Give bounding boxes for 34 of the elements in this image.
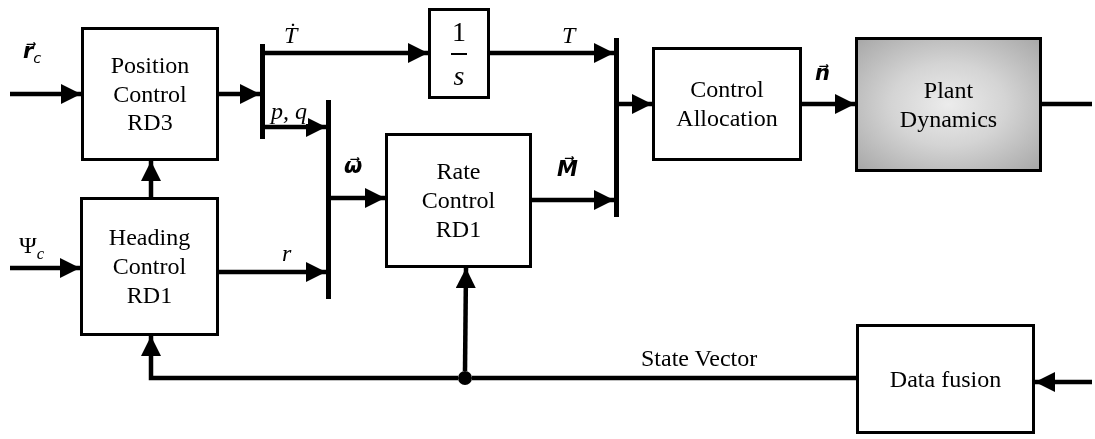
arrow — [802, 93, 855, 115]
arrow — [265, 42, 428, 64]
bus-bar — [260, 44, 265, 139]
process-box — [80, 197, 219, 336]
process-box — [385, 133, 532, 268]
arrow — [490, 42, 614, 64]
plant-block — [855, 37, 1042, 172]
integrator-block — [428, 8, 490, 99]
arrow — [619, 93, 652, 115]
arrow — [140, 161, 162, 197]
arrow — [219, 261, 326, 283]
arrow — [532, 189, 614, 211]
arrow — [265, 116, 326, 138]
arrow — [219, 83, 260, 105]
denominator: s — [453, 58, 465, 93]
arrow — [331, 187, 385, 209]
arrow — [10, 257, 80, 279]
bus-bar — [614, 38, 619, 217]
block-label: Position Control RD3 — [109, 50, 191, 138]
bus-bar — [326, 100, 331, 299]
process-box — [856, 324, 1035, 434]
junction-dot — [458, 371, 472, 385]
block-label: Data fusion — [889, 364, 1002, 394]
arrow — [1035, 371, 1092, 393]
block-label: Heading Control RD1 — [107, 223, 192, 310]
block-label: Rate Control RD1 — [420, 157, 497, 244]
arrow — [455, 267, 476, 372]
arrow — [140, 336, 458, 381]
process-box — [81, 27, 219, 161]
process-box — [652, 47, 802, 161]
block-label: Control Allocation — [675, 75, 779, 133]
block-label: Plant Dynamics — [898, 75, 999, 134]
arrow — [10, 83, 81, 105]
numerator: 1 — [452, 14, 466, 49]
